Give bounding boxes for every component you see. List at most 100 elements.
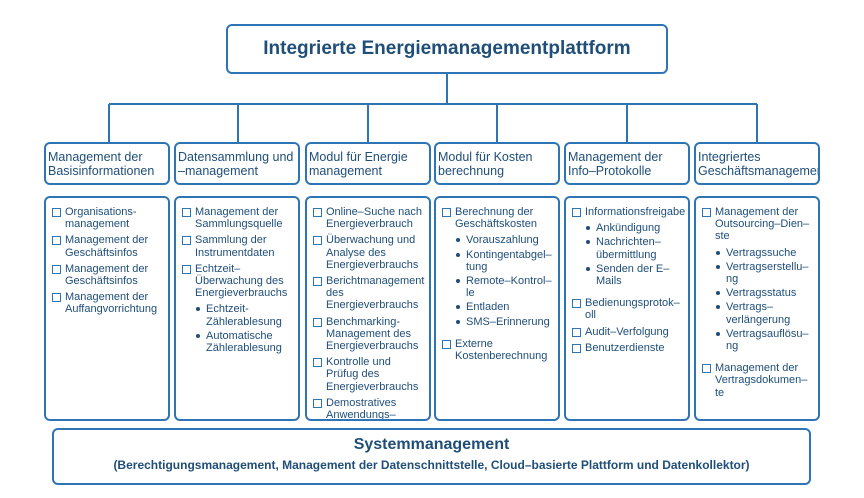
checkbox-square-icon [572,208,581,217]
list-item-label: Management der Sammlungsquelle [195,206,283,231]
module-header-5: Management der Info–Protokolle [564,142,690,185]
bullet-dot-icon [586,266,590,271]
list-item: Überwachung und Analyse des Energieverbr… [313,234,425,271]
list-item: Management der Geschäftsinfos [52,263,164,287]
list-item-label: Benutzerdienste [585,341,665,354]
sub-list-item: Vertragsstatus [702,287,814,299]
bullet-dot-icon [456,305,460,310]
list-item: Benchmarking-Management des Energieverbr… [313,316,425,353]
sub-list-item-label: Vertragsauflösu–ng [726,327,809,353]
sub-list-item-label: Vertrags–verlängerung [726,301,791,326]
sub-list-item: Kontingentabgel–tung [442,249,554,273]
checkbox-square-icon [52,264,61,274]
checkbox-square-icon [572,343,581,353]
bullet-dot-icon [716,331,720,336]
checkbox-square-icon [313,277,322,287]
list-item: Management der Vertragsdokumen–te [702,362,814,399]
checkbox-square-icon [572,327,581,337]
sub-list-item-label: Nachrichten–übermittlung [596,236,661,261]
bullet-dot-icon [716,291,720,296]
checkbox-square-icon [313,236,322,246]
sub-list-item: Vertrags–verlängerung [702,301,814,326]
bullet-dot-icon [196,307,200,312]
sub-list-item-label: Vertragserstellu–ng [726,260,809,286]
list-item-label: Audit–Verfolgung [585,325,669,338]
sub-list-item-label: Senden der E–Mails [596,262,670,288]
bullet-dot-icon [586,240,590,245]
system-title: Systemmanagement [353,436,510,453]
list-item-label: Organisations-management [65,206,137,231]
sub-list-item: Remote–Kontrol–le [442,275,554,299]
list-item: Kontrolle und Prüfug des Energieverbrauc… [313,356,425,393]
list-item-label: Echtzeit–Überwachung des Energieverbrauc… [195,262,288,300]
sub-list-item: Vertragssuche [702,247,814,259]
bullet-dot-icon [456,319,460,324]
list-item-label: Bedienungsprotok–oll [585,297,680,322]
list-item: Demostratives Anwendungs–management [313,396,425,421]
sub-list-item-label: Kontingentabgel–tung [466,248,552,273]
bullet-dot-icon [456,279,460,284]
sub-list-item: Ankündigung [572,222,684,234]
module-header-4: Modul für Kosten berechnung [434,142,560,185]
bullet-dot-icon [456,238,460,243]
list-item: Management der Outsourcing–Dien–ste [702,206,814,243]
system-subtitle: (Berechtigungsmanagement, Management der… [113,458,750,472]
bullet-dot-icon [716,264,720,269]
list-item-label: Demostratives Anwendungs–management [326,396,397,421]
sub-list-item-label: Remote–Kontrol–le [466,275,552,300]
list-item-label: Externe Kostenberechnung [455,337,548,363]
spacer [572,289,684,297]
list-item-label: Überwachung und Analyse des Energieverbr… [326,234,419,271]
system-management-box: Systemmanagement (Berechtigungsmanagemen… [52,428,811,485]
list-item: Informationsfreigabe [572,206,685,218]
checkbox-square-icon [572,299,581,309]
checkbox-square-icon [702,364,711,374]
spacer [702,354,814,362]
bullet-dot-icon [586,226,590,231]
checkbox-square-icon [52,208,61,217]
sub-list-item: Vertragserstellu–ng [702,261,814,285]
list-item-label: Kontrolle und Prüfug des Energieverbrauc… [326,356,419,393]
sub-list-item-label: Vertragssuche [726,246,797,259]
list-item: Audit–Verfolgung [572,326,684,338]
checkbox-square-icon [52,236,61,246]
sub-list-item: Entladen [442,301,554,313]
list-item-label: Management der Outsourcing–Dien–ste [715,206,810,243]
checkbox-square-icon [313,317,322,327]
list-item: Externe Kostenberechnung [442,338,554,362]
list-item: Management der Auffangvorrichtung [52,291,164,315]
checkbox-square-icon [313,358,322,368]
checkbox-square-icon [702,208,711,217]
bullet-dot-icon [716,305,720,310]
module-header-3: Modul für Energie management [305,142,431,185]
list-item-label: Benchmarking-Management des Energieverbr… [326,315,419,353]
list-item: Online–Suche nach Energieverbrauch [313,206,425,230]
list-item: Sammlung der Instrumentdaten [182,234,294,259]
sub-list-item: Vertragsauflösu–ng [702,328,814,352]
checkbox-square-icon [52,293,61,303]
sub-list-item-label: Automatische Zählerablesung [206,329,282,355]
bullet-dot-icon [456,252,460,257]
bullet-dot-icon [716,250,720,255]
checkbox-square-icon [442,339,451,349]
list-item-label: Management der Geschäftsinfos [65,234,149,259]
sub-list-item-label: SMS–Erinnerung [466,315,550,328]
sub-list-item: Vorauszahlung [442,234,554,246]
checkbox-square-icon [442,208,451,217]
list-item-label: Berechnung der Geschäftskosten [455,206,537,231]
sub-list-item-label: Ankündigung [596,222,661,235]
sub-list-item-label: Vertragsstatus [726,287,797,300]
list-item: Bedienungsprotok–oll [572,297,684,321]
list-item-label: Management der Geschäftsinfos [65,262,149,288]
sub-list-item-label: Entladen [466,301,510,314]
list-item: Berechnung der Geschäftskosten [442,206,554,230]
module-header-2: Datensammlung und –management [174,142,300,185]
list-item-label: Sammlung der Instrumentdaten [195,234,275,259]
platform-title: Integrierte Energiemanagementplattform [263,38,631,59]
platform-title-box: Integrierte Energiemanagementplattform [226,24,668,74]
list-item-label: Online–Suche nach Energieverbrauch [326,206,423,231]
sub-list-item: SMS–Erinnerung [442,316,554,328]
